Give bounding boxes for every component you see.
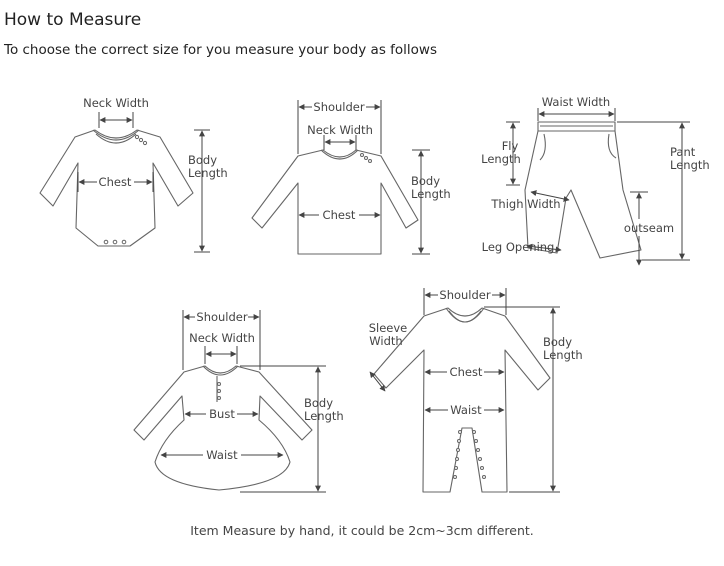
page-subtitle: To choose the correct size for you measu… [4, 42, 437, 58]
pants-fly-length-label: Length [481, 152, 521, 166]
romper-chest-label: Chest [450, 365, 483, 379]
romper-shoulder-label: Shoulder [439, 288, 490, 302]
romper-waist-label: Waist [450, 403, 482, 417]
romper-outline [373, 307, 551, 493]
dress-outline [133, 365, 313, 491]
dress-shoulder-label: Shoulder [196, 310, 247, 324]
pants-diagram: Waist Width Fly Length Thigh Width Leg O… [481, 95, 710, 266]
dress-diagram: Shoulder Neck Width Bust Waist Body Leng… [133, 310, 344, 493]
bodysuit-outline [39, 129, 194, 247]
dress-bust-label: Bust [209, 407, 235, 421]
romper-length-label: Length [543, 348, 583, 362]
pants-leg-opening-label: Leg Opening [482, 240, 555, 254]
top-diagram: Shoulder Neck Width Chest Body Length [251, 100, 451, 255]
dress-body-label: Body [304, 396, 333, 410]
pants-outseam-label: outseam [624, 221, 674, 235]
top-chest-label: Chest [323, 208, 356, 222]
romper-body-label: Body [543, 335, 572, 349]
dress-neck-width-label: Neck Width [189, 331, 255, 345]
top-body-label: Body [411, 174, 440, 188]
dress-length-label: Length [304, 409, 344, 423]
pants-thigh-width-label: Thigh Width [490, 197, 560, 211]
bodysuit-body-label: Body [188, 153, 217, 167]
pants-waist-width-label: Waist Width [542, 95, 610, 109]
pants-pant-label: Pant [670, 145, 696, 159]
top-length-label: Length [411, 187, 451, 201]
pants-length-label: Length [670, 158, 710, 172]
bodysuit-diagram: Neck Width Chest Body Length [39, 96, 228, 253]
dress-waist-label: Waist [206, 448, 238, 462]
bodysuit-neck-width-label: Neck Width [83, 96, 149, 110]
top-outline [251, 149, 419, 255]
pants-outline [524, 130, 642, 259]
top-neck-width-label: Neck Width [307, 123, 373, 137]
romper-diagram: Shoulder Sleeve Width Chest Waist Body L… [369, 288, 583, 493]
bodysuit-length-label: Length [188, 166, 228, 180]
romper-sleeve-label: Sleeve [369, 321, 408, 335]
top-shoulder-label: Shoulder [313, 100, 364, 114]
page-title: How to Measure [4, 10, 142, 30]
measurement-note: Item Measure by hand, it could be 2cm~3c… [190, 523, 534, 538]
romper-sleeve-width-label: Width [369, 334, 402, 348]
pants-fly-label: Fly [502, 139, 519, 153]
bodysuit-chest-label: Chest [99, 175, 132, 189]
